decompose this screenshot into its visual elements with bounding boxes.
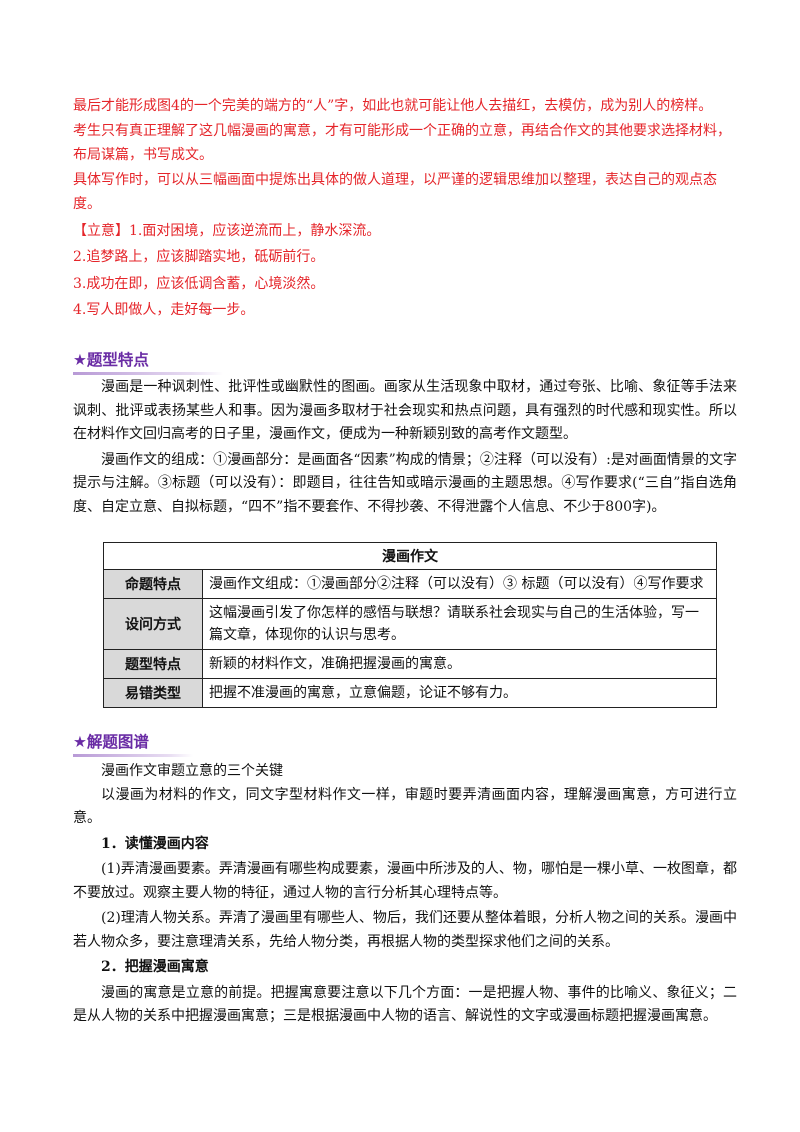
paragraph: 漫画的寓意是立意的前提。把握寓意要注意以下几个方面：一是把握人物、事件的比喻义、… — [73, 984, 737, 1025]
features-body: 漫画是一种讽刺性、批评性或幽默性的图画。画家从生活现象中取材，通过夸张、比喻、象… — [73, 376, 737, 519]
table-row-value: 把握不准漫画的寓意，立意偏题，论证不够有力。 — [202, 678, 717, 708]
section-heading-text: ★题型特点 — [73, 351, 149, 369]
table-row: 设问方式 这幅漫画引发了你怎样的感悟与联想？请联系社会现实与自己的生活体验，写一… — [103, 598, 717, 650]
table-row-label: 设问方式 — [103, 598, 203, 650]
table-row: 易错类型 把握不准漫画的寓意，立意偏题，论证不够有力。 — [103, 678, 717, 708]
paragraph: 漫画作文审题立意的三个关键 — [101, 763, 283, 779]
table-row-label: 易错类型 — [103, 678, 203, 708]
table-row-value: 这幅漫画引发了你怎样的感悟与联想？请联系社会现实与自己的生活体验，写一篇文章，体… — [202, 598, 717, 650]
heading-underline — [73, 754, 193, 757]
paragraph: 漫画作文的组成：①漫画部分：是画面各“因素”构成的情景；②注释（可以没有）:是对… — [73, 451, 737, 515]
table-row: 题型特点 新颖的材料作文，准确把握漫画的寓意。 — [103, 649, 717, 679]
intro-line: 最后才能形成图4的一个完美的端方的“人”字，如此也就可能让他人去描红，去模仿，成… — [73, 98, 713, 114]
section-heading-text: ★解题图谱 — [73, 733, 149, 751]
table-row-value: 新颖的材料作文，准确把握漫画的寓意。 — [202, 649, 717, 679]
subheading: 2．把握漫画寓意 — [101, 959, 209, 975]
idea-line: 3.成功在即，应该低调含蓄，心境淡然。 — [73, 275, 325, 292]
table-row: 命题特点 漫画作文组成：①漫画部分②注释（可以没有）③ 标题（可以没有）④写作要… — [103, 569, 717, 599]
section-heading-features: ★题型特点 — [73, 348, 223, 375]
table-row-value: 漫画作文组成：①漫画部分②注释（可以没有）③ 标题（可以没有）④写作要求 — [202, 569, 717, 599]
intro-red-text: 最后才能形成图4的一个完美的端方的“人”字，如此也就可能让他人去描红，去模仿，成… — [73, 94, 737, 323]
subheading: 1．读懂漫画内容 — [101, 835, 209, 852]
map-body: 漫画作文审题立意的三个关键 以漫画为材料的作文，同文字型材料作文一样，审题时要弄… — [73, 760, 737, 1029]
section-heading-map: ★解题图谱 — [73, 730, 193, 757]
idea-line: 【立意】1.面对困境，应该逆流而上，静水深流。 — [73, 222, 381, 239]
table-row-label: 命题特点 — [103, 569, 203, 599]
heading-underline — [73, 372, 223, 375]
comic-essay-table: 漫画作文 命题特点 漫画作文组成：①漫画部分②注释（可以没有）③ 标题（可以没有… — [103, 542, 717, 708]
table-title: 漫画作文 — [103, 542, 717, 570]
idea-line: 4.写人即做人，走好每一步。 — [73, 302, 255, 318]
intro-line: 考生只有真正理解了这几幅漫画的寓意，才有可能形成一个正确的立意，再结合作文的其他… — [73, 122, 731, 164]
intro-line: 具体写作时，可以从三幅画面中提炼出具体的做人道理，以严谨的逻辑思维加以整理，表达… — [73, 171, 717, 213]
paragraph: (1)弄清漫画要素。弄清漫画有哪些构成要素，漫画中所涉及的人、物，哪怕是一棵小草… — [73, 861, 737, 901]
paragraph: (2)理清人物关系。弄清了漫画里有哪些人、物后，我们还要从整体着眼，分析人物之间… — [73, 910, 737, 950]
table-row-label: 题型特点 — [103, 649, 203, 679]
paragraph: 以漫画为材料的作文，同文字型材料作文一样，审题时要弄清画面内容，理解漫画寓意，方… — [73, 786, 737, 827]
idea-line: 2.追梦路上，应该脚踏实地，砥砺前行。 — [73, 249, 325, 265]
paragraph: 漫画是一种讽刺性、批评性或幽默性的图画。画家从生活现象中取材，通过夸张、比喻、象… — [73, 379, 737, 442]
